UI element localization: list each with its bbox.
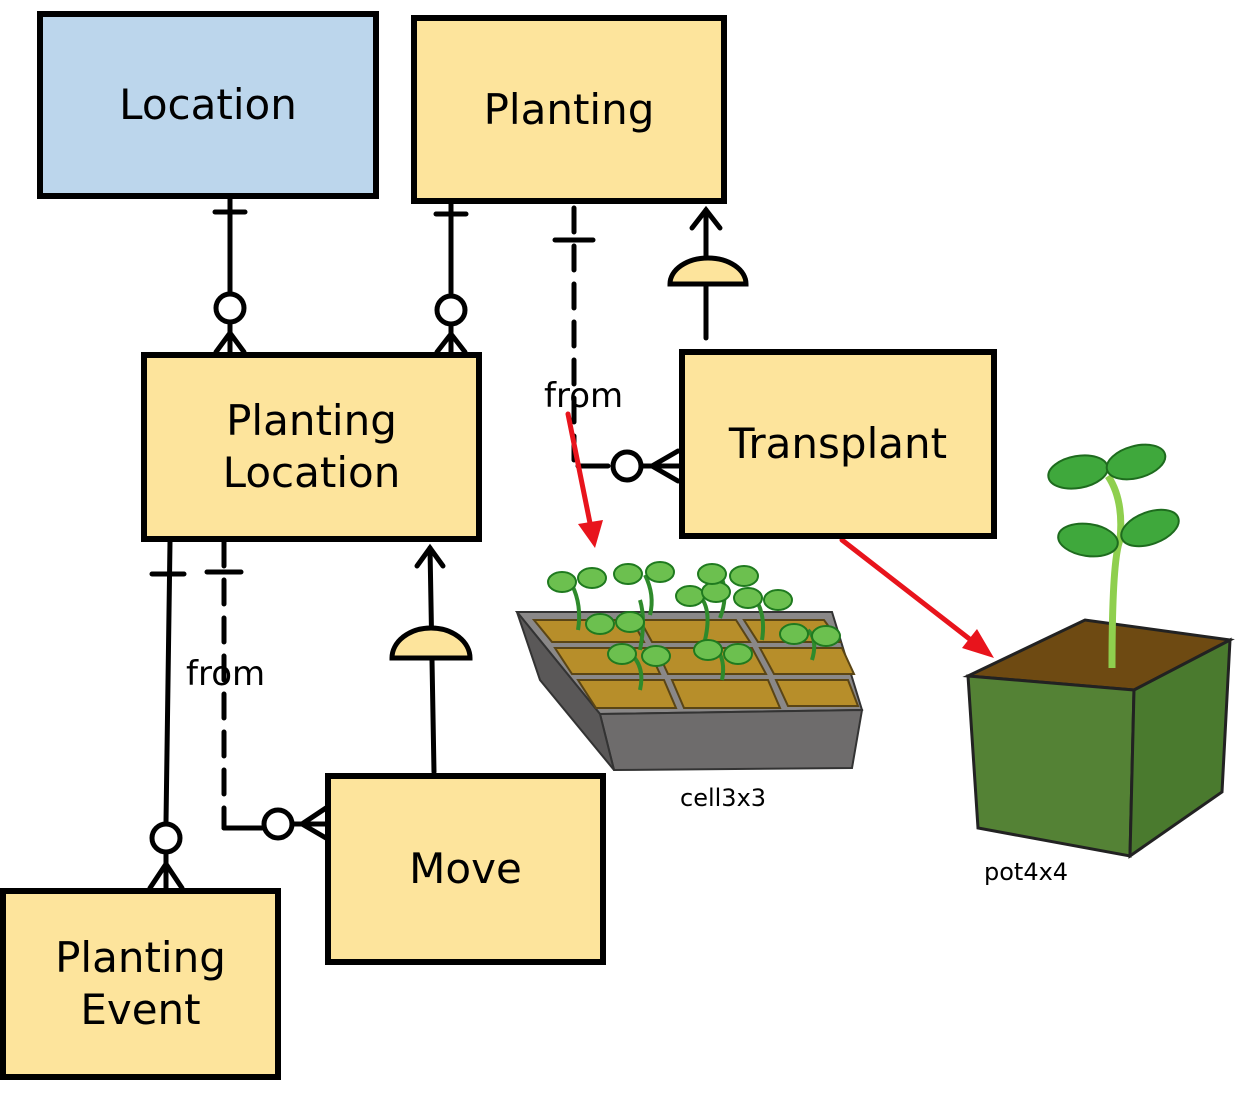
entity-transplant-label: Transplant: [728, 419, 948, 468]
entity-location[interactable]: Location: [37, 11, 379, 199]
entity-move-label: Move: [409, 844, 522, 893]
entity-planting-label: Planting: [483, 84, 655, 134]
entity-location-label: Location: [119, 80, 297, 129]
subtype-transplant-planting: [667, 205, 749, 341]
potted-plant-icon: [962, 443, 1235, 859]
entity-planting-event[interactable]: Planting Event: [0, 888, 281, 1080]
entity-planting[interactable]: Planting: [411, 15, 727, 204]
connector-planting-location-planting-event: [147, 539, 187, 891]
entity-planting-event-line2: Event: [80, 985, 201, 1034]
connector-location-planting-location: [212, 195, 248, 355]
entity-transplant[interactable]: Transplant: [679, 349, 997, 539]
seedling-tray-icon: [514, 561, 864, 772]
pot-caption: pot4x4: [984, 858, 1069, 886]
move-from-label: from: [186, 654, 266, 694]
entity-planting-event-line1: Planting: [55, 933, 226, 982]
cell-tray-caption: cell3x3: [680, 784, 767, 812]
connector-planting-transplant-from: [552, 205, 683, 484]
entity-planting-location-line2: Location: [222, 448, 401, 497]
connector-planting-planting-location: [433, 199, 469, 355]
connector-planting-location-move-from: [204, 539, 329, 841]
arrow-transplant-from-to-cell-tray: [565, 411, 603, 548]
arrow-transplant-to-pot: [839, 537, 994, 658]
entity-move[interactable]: Move: [325, 773, 606, 965]
entity-planting-location[interactable]: Planting Location: [141, 352, 482, 542]
transplant-from-label: from: [544, 376, 624, 416]
entity-planting-location-line1: Planting: [226, 396, 397, 445]
subtype-move-planting-location: [389, 543, 473, 775]
